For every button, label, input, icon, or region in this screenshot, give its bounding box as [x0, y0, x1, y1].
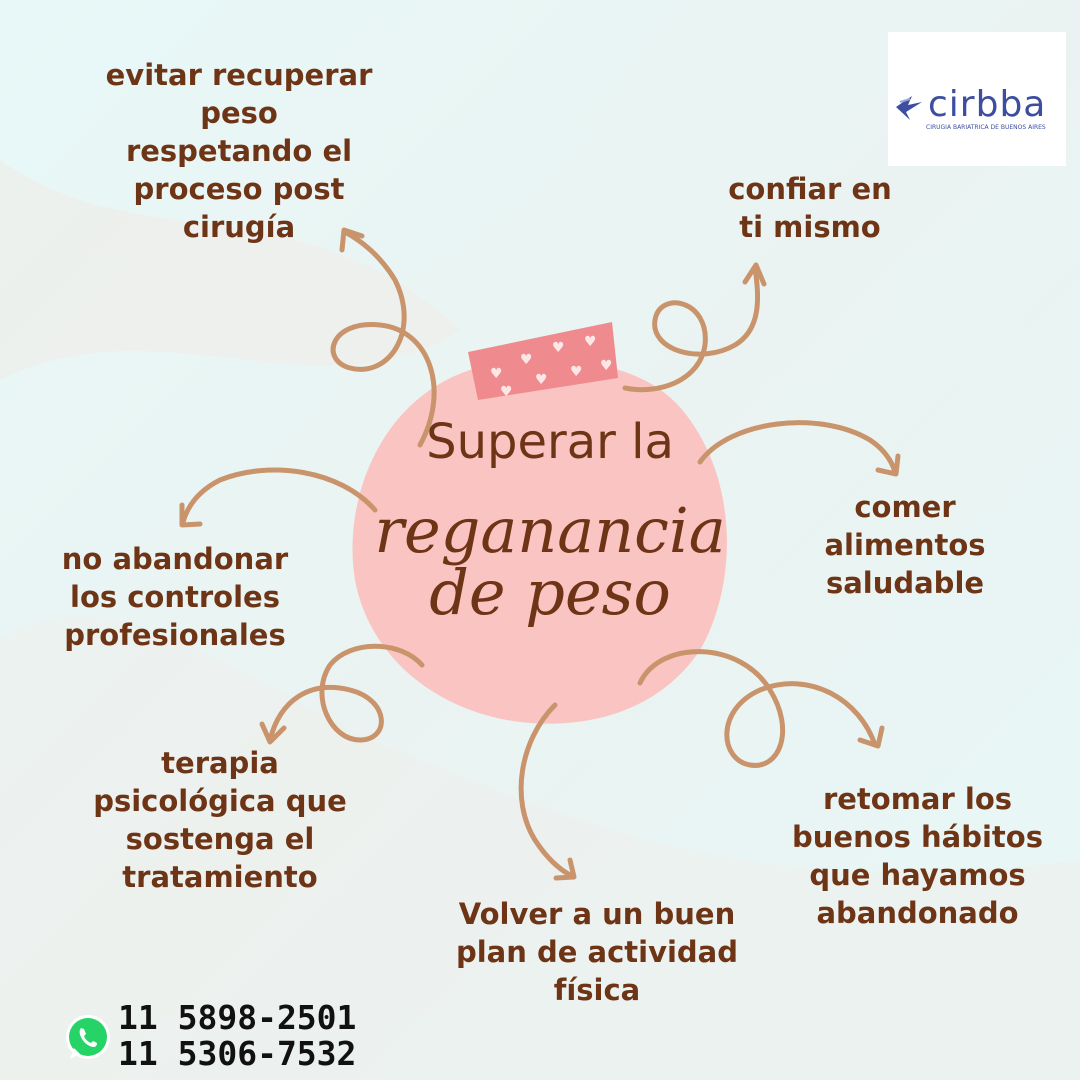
- pink-blob: [352, 360, 727, 724]
- logo-panel: [888, 32, 1066, 166]
- phone-number-2[interactable]: 11 5306-7532: [118, 1034, 357, 1073]
- contact-phones: 11 5898-2501 11 5306-7532: [118, 1000, 356, 1072]
- title-line-1: Superar la: [426, 414, 674, 470]
- arrow-right: [697, 420, 898, 475]
- svg-text:♥: ♥: [552, 340, 565, 356]
- arrow-bottom-left: [267, 643, 425, 743]
- arrow-bottom-center: [518, 702, 575, 879]
- phone-number-1[interactable]: 11 5898-2501: [118, 998, 357, 1037]
- tip-avoid-regain: evitar recuperar peso respetando el proc…: [105, 58, 373, 244]
- arrow-top-right: [622, 265, 761, 393]
- svg-text:♥: ♥: [570, 364, 583, 380]
- logo-wordmark: cirbba: [928, 84, 1047, 125]
- svg-text:♥: ♥: [520, 352, 533, 368]
- tip-self-confidence: confiar en ti mismo: [728, 172, 892, 244]
- svg-text:♥: ♥: [584, 334, 597, 350]
- tip-professional-checkups: no abandonar los controles profesionales: [61, 542, 289, 652]
- svg-text:♥: ♥: [535, 372, 548, 388]
- title-line-2: reganancia de peso: [374, 494, 726, 629]
- cirbba-logo-icon: [896, 96, 922, 120]
- arrow-top-left: [330, 229, 437, 448]
- tip-psychological-therapy: terapia psicológica que sostenga el trat…: [93, 746, 347, 894]
- heart-tape: ♥ ♥ ♥ ♥ ♥ ♥ ♥ ♥: [468, 322, 618, 400]
- svg-text:♥: ♥: [490, 366, 503, 382]
- svg-text:♥: ♥: [500, 384, 513, 400]
- whatsapp-icon: [66, 1015, 110, 1059]
- svg-text:♥: ♥: [600, 358, 613, 374]
- tip-physical-activity: Volver a un buen plan de actividad físic…: [455, 897, 739, 1007]
- tip-healthy-food: comer alimentos saludable: [824, 490, 986, 600]
- arrow-bottom-right: [637, 649, 878, 768]
- tip-good-habits: retomar los buenos hábitos que hayamos a…: [792, 782, 1043, 930]
- arrow-left: [180, 467, 378, 525]
- logo-tagline: CIRUGIA BARIATRICA DE BUENOS AIRES: [926, 124, 1046, 131]
